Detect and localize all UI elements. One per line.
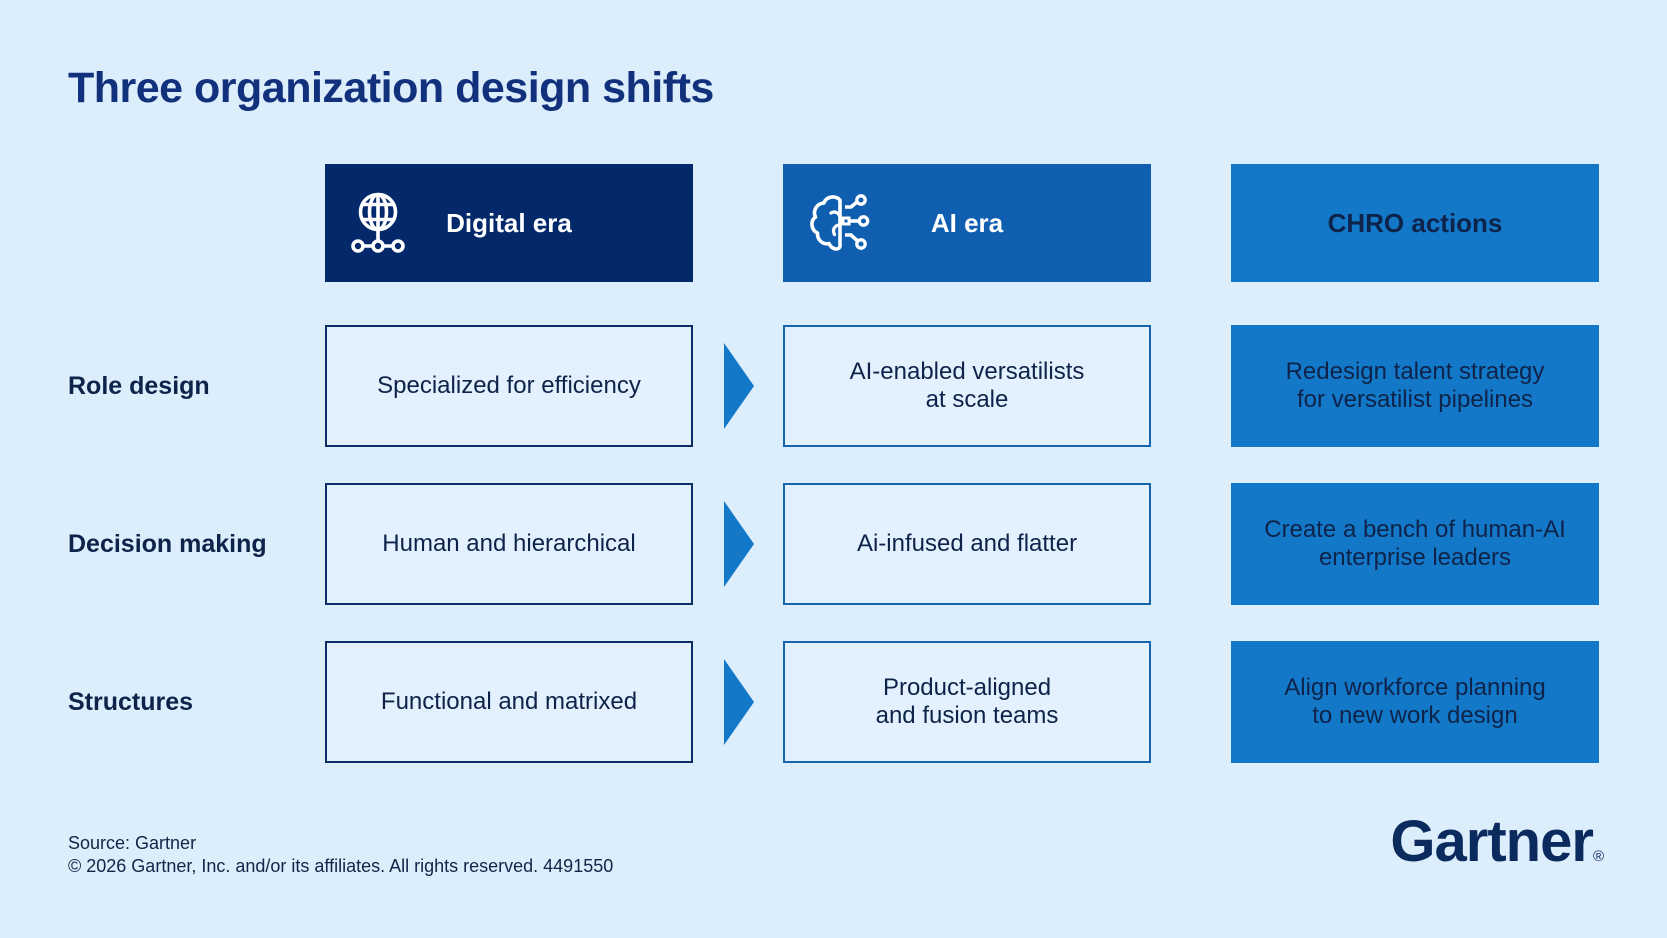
row-label-role-design: Role design	[68, 371, 210, 400]
right-arrow-icon	[724, 659, 754, 745]
globe-network-icon	[349, 190, 407, 256]
column-header-label-chro: CHRO actions	[1327, 207, 1503, 238]
copyright-note: © 2026 Gartner, Inc. and/or its affiliat…	[68, 856, 614, 876]
brain-circuit-icon	[807, 193, 873, 253]
column-header-label-ai: AI era	[930, 207, 1004, 238]
row-label-structures: Structures	[68, 687, 194, 716]
digital-era-box: Specialized for efficiency	[325, 325, 693, 447]
gartner-logo-text: Gartner	[1390, 809, 1594, 874]
column-header-ai-era: AI era	[783, 164, 1151, 282]
ai-era-box: AI-enabled versatilists at scale	[783, 325, 1151, 447]
digital-era-box: Human and hierarchical	[325, 483, 693, 605]
right-arrow-icon	[724, 501, 754, 587]
gartner-logo: Gartner®	[1390, 808, 1604, 875]
column-header-chro-actions: CHRO actions	[1231, 164, 1599, 282]
chro-action-box: Create a bench of human-AI enterprise le…	[1231, 483, 1599, 605]
digital-era-box: Functional and matrixed	[325, 641, 693, 763]
column-header-label-digital: Digital era	[446, 207, 572, 238]
page-title: Three organization design shifts	[68, 64, 714, 112]
chro-action-box: Redesign talent strategy for versatilist…	[1231, 325, 1599, 447]
source-note: Source: Gartner	[68, 833, 197, 853]
chro-action-box: Align workforce planning to new work des…	[1231, 641, 1599, 763]
ai-era-box: Product-aligned and fusion teams	[783, 641, 1151, 763]
registered-trademark-icon: ®	[1592, 848, 1604, 865]
ai-era-box: Ai-infused and flatter	[783, 483, 1151, 605]
right-arrow-icon	[724, 343, 754, 429]
row-label-decision-making: Decision making	[68, 529, 267, 558]
column-header-digital-era: Digital era	[325, 164, 693, 282]
